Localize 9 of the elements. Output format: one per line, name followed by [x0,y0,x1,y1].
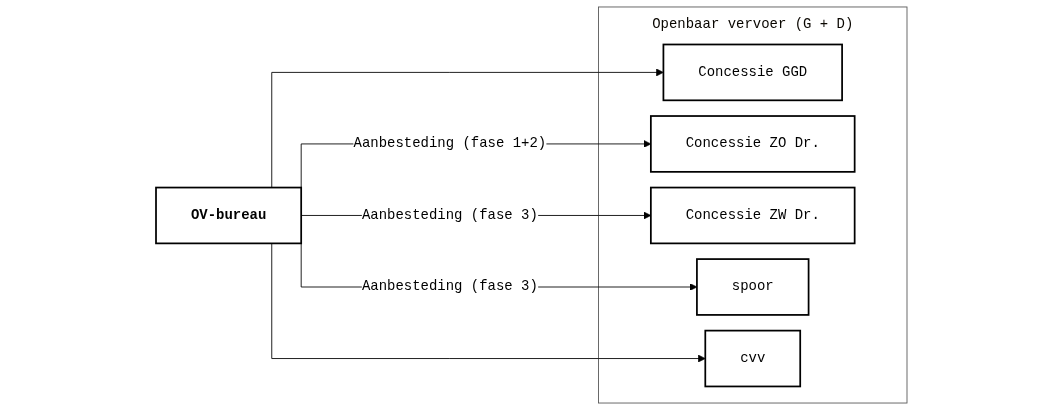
node-box: Concessie GGD [662,43,843,102]
edge-label: Aanbesteding (fase 3) [361,279,538,295]
node-box: OV-bureau [155,186,303,245]
node-box: Concessie ZO Dr. [650,115,856,173]
edge-label: Aanbesteding (fase 1+2) [353,136,547,152]
node-box: Concessie ZW Dr. [650,186,856,245]
edge-label: Aanbesteding (fase 3) [361,207,538,224]
node-box: spoor [696,258,810,316]
node-box: cvv [704,329,802,388]
